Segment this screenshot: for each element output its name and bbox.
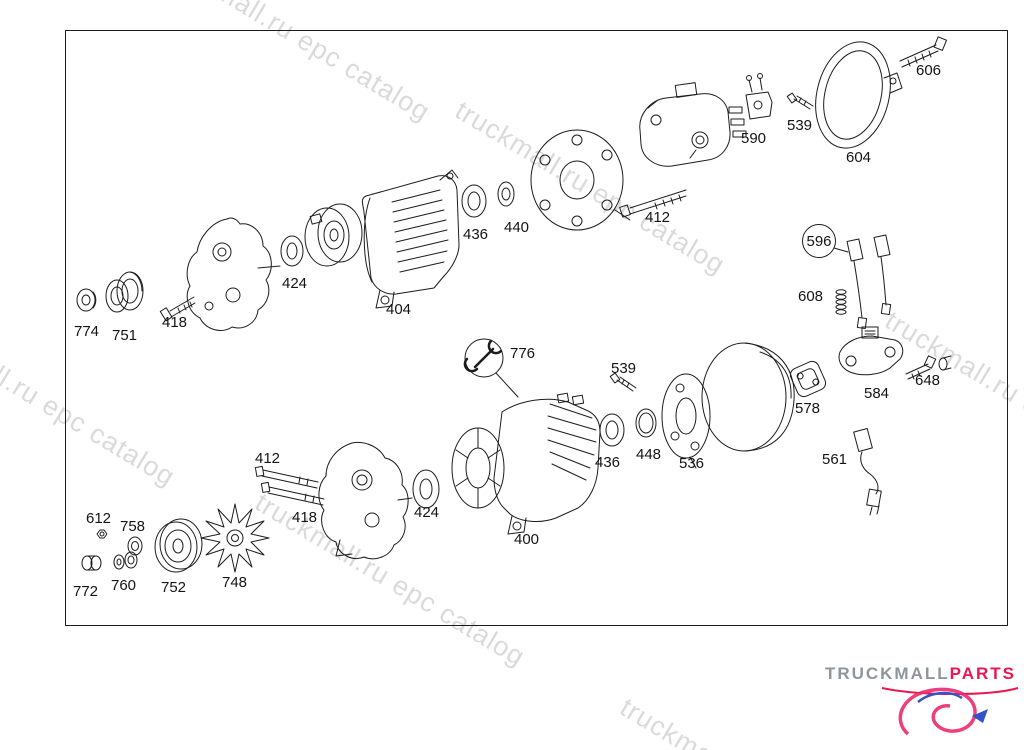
part-648-screw-drawing [905,355,952,380]
rear-bracket-536-drawing [661,373,711,469]
callout-596: 596 [802,224,849,258]
part-774-drawing [76,288,97,312]
logo-primary: TRUCKMALL [824,664,950,683]
part-772-spacer-drawing [81,555,102,571]
part-448-ring-drawing [635,408,657,438]
front-bracket-mid-drawing [318,441,413,560]
callout-596-label: 596 [806,233,831,250]
part-424-mid-bearing-drawing [412,469,440,509]
logo-accent: PARTS [949,664,1016,683]
pulley-404-drawing [304,203,363,267]
fan-748-drawing [200,503,270,573]
part-436-mid-bearing-drawing [599,413,625,447]
part-539-top-bracket-drawing [745,73,773,120]
part-412-mid-screws-drawing [254,465,325,506]
part-412-top-screw-drawing [619,189,687,218]
regulator-584-drawing [838,326,904,376]
part-436-top-bearing-drawing [461,184,487,218]
part-418-top-screw-drawing [159,296,196,322]
logo: TRUCKMALLPARTS [825,664,1016,684]
part-758-washer-drawing [127,536,143,556]
part-751-drawing [105,271,144,313]
callout-596-circle [802,224,836,258]
sensor-561-drawing [853,428,882,516]
part-440-ring-drawing [497,181,515,207]
pulley-752-drawing [154,518,203,573]
cover-drum-drawing [701,342,795,452]
callout-776 [463,338,519,398]
front-bracket-top-drawing [186,217,281,331]
alternator-404-body-drawing [361,169,460,309]
spring-608-drawing [835,289,847,315]
rear-housing-top-drawing [530,129,631,231]
part-424-top-bearing-drawing [280,235,304,267]
part-606-screw-drawing [899,36,948,68]
wrench-icon [463,339,503,373]
brush-holder-590-drawing [639,82,747,167]
diagram-frame [65,30,1008,626]
alternator-400-drawing [451,392,601,535]
part-578-drawing [789,360,827,398]
part-539-top-screw-drawing [786,92,814,110]
band-604-drawing [815,41,903,149]
callout-776-circle [464,338,504,378]
part-612-nut-drawing [96,529,108,539]
brush-set-drawing [846,234,892,330]
part-539-mid-screw-drawing [609,372,637,392]
part-760-washers-drawing [113,551,138,570]
logo-swirl-icon [881,687,1019,736]
